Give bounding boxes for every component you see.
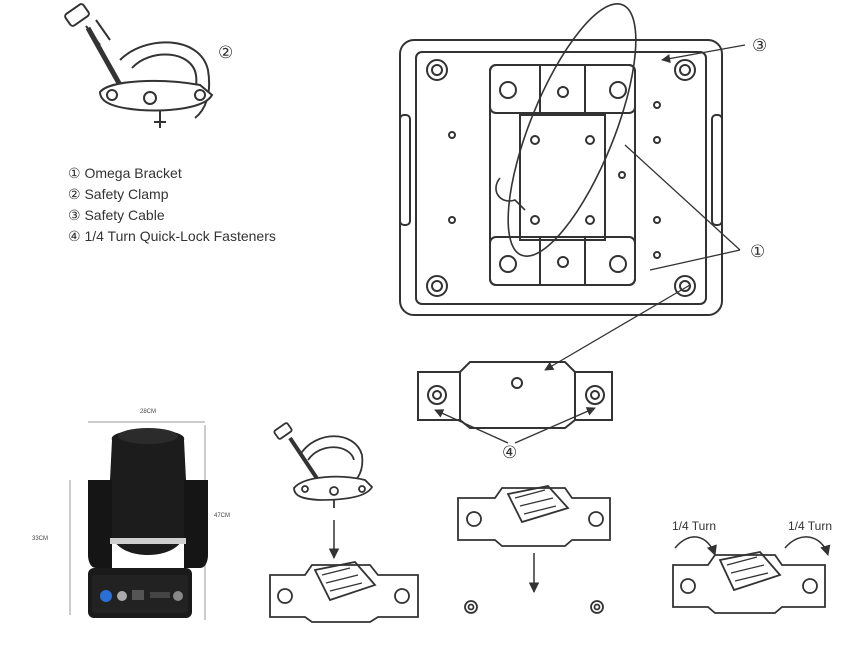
legend-item-safety-cable: ③ Safety Cable [68, 207, 165, 223]
fixture-base-top-view [399, 3, 723, 316]
callout-omega-bracket: ① [750, 242, 766, 261]
turn-label-right: 1/4 Turn [788, 519, 833, 533]
step3-quarter-turn-lock [672, 536, 831, 614]
legend-item-omega-bracket: ① Omega Bracket [68, 165, 182, 181]
turn-label-left: 1/4 Turn [672, 519, 717, 533]
dimension-width: 28CM [140, 409, 157, 415]
parts-legend: ① Omega Bracket ② Safety Clamp ③ Safety … [68, 163, 276, 247]
dimension-height: 47CM [214, 513, 231, 519]
leader-lines [434, 44, 746, 444]
callout-safety-cable: ③ [752, 36, 768, 55]
legend-item-quick-lock: ④ 1/4 Turn Quick-Lock Fasteners [68, 228, 276, 244]
callout-safety-clamp: ② [218, 43, 234, 62]
omega-bracket-side-view [417, 361, 613, 429]
dimension-depth: 33CM [32, 536, 49, 542]
callout-quick-lock: ④ [502, 443, 518, 462]
step2-bracket-with-clamp [457, 485, 611, 614]
moving-head-fixture-photo [69, 421, 208, 620]
safety-clamp-illustration [64, 3, 214, 128]
step1-clamp-onto-bracket [269, 422, 419, 623]
legend-item-safety-clamp: ② Safety Clamp [68, 186, 169, 202]
